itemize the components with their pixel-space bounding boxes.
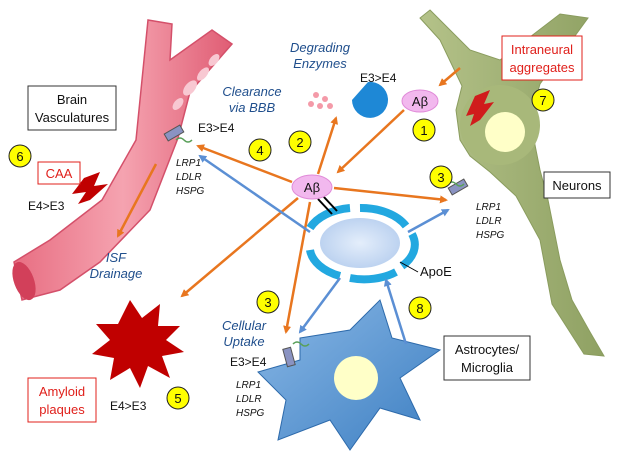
abeta-apoe-bond [317,198,333,215]
e4-e3-plaques: E4>E3 [110,399,147,413]
vessel-receptor-lrp1: LRP1 [176,158,201,169]
svg-text:7: 7 [539,93,546,108]
badge-4: 4 [248,138,272,162]
vessel-receptor [163,124,185,142]
badge-1: 1 [412,118,436,142]
svg-text:2: 2 [296,135,303,150]
caa-box [37,161,81,185]
neuron-receptor-hspg: HSPG [476,230,505,241]
amyloid-plaques-line2: plaques [39,402,85,417]
svg-text:8: 8 [416,301,423,316]
cellular-uptake-line1: Cellular [222,318,267,333]
astro-receptor-hspg: HSPG [236,408,265,419]
degrading-line1: Degrading [290,40,351,55]
caa-label: CAA [46,166,73,181]
apoe-particle [306,203,419,284]
badge-2: 2 [288,130,312,154]
neuron-receptor-ldlr: LDLR [476,216,502,227]
e3-e4-bottom: E3>E4 [230,355,267,369]
badge-5: 5 [166,386,190,410]
abeta-right-label: Aβ [412,94,428,109]
intraneural-aggregates-box [501,35,583,81]
arrow-abeta-to-plaque [180,197,299,298]
degrading-line2: Enzymes [293,56,347,71]
brain-vasculatures-box [27,85,117,131]
neurons-box [543,171,611,199]
apoe-pointer [399,261,419,273]
arrow-apoe-to-neuron [407,208,450,234]
badge-6: 6 [8,144,32,168]
brain-vasculatures-line2: Vasculatures [35,110,110,125]
svg-text:4: 4 [256,143,263,158]
vessel-receptor-hspg: HSPG [176,186,205,197]
arrow-abeta-to-astrocyte [283,201,312,334]
degrading-enzyme-icon [308,81,388,118]
vessel-receptor-ldlr: LDLR [176,172,202,183]
amyloid-plaque-icon [92,300,184,388]
badge-3-right: 3 [429,165,453,189]
arrow-abeta-to-vessel [196,144,293,184]
neurons-label: Neurons [552,178,602,193]
isf-line2: Drainage [90,266,143,281]
astro-receptor-lrp1: LRP1 [236,380,261,391]
e4-e3-caa: E4>E3 [28,199,65,213]
arrows [116,67,461,345]
amyloid-plaques-line1: Amyloid [39,384,85,399]
astrocyte-nucleus [334,356,378,400]
abeta-right-shape [401,89,439,113]
badge-3-bottom: 3 [256,290,280,314]
abeta-center-shape [291,174,333,200]
abeta-apoe-bond-2 [322,195,338,212]
neuron-receptor-lrp1: LRP1 [476,202,501,213]
intraneural-line2: aggregates [509,60,575,75]
badge-7: 7 [531,88,555,112]
arrow-abeta-right-to-abeta [336,109,405,174]
astrocytes-microglia-box [443,335,531,381]
apoe-label: ApoE [420,264,452,279]
caa-deposit-icon [72,172,108,204]
blood-vessel [12,19,234,301]
astrocytes-line1: Astrocytes/ [455,342,520,357]
cellular-uptake-line2: Uptake [223,334,264,349]
clearance-line1: Clearance [222,84,281,99]
e3-e4-top: E3>E4 [360,71,397,85]
arrow-intraneural-to-abeta-right [438,67,461,87]
arrow-astrocyte-to-apoe [383,278,408,345]
astrocyte-receptor-ligand [292,341,310,347]
svg-text:3: 3 [437,170,444,185]
abeta-center-label: Aβ [304,180,320,195]
svg-text:6: 6 [16,149,23,164]
neuron [419,9,605,357]
arrow-apoe-to-vessel [198,154,311,234]
isf-line1: ISF [106,250,127,265]
svg-text:5: 5 [174,391,181,406]
brain-vasculatures-line1: Brain [57,92,87,107]
clearance-line2: via BBB [229,100,276,115]
arrow-abeta-to-neuron [333,186,448,204]
intraneural-line1: Intraneural [511,42,573,57]
svg-text:3: 3 [264,295,271,310]
e3-e4-left: E3>E4 [198,121,235,135]
arrow-apoe-to-astrocyte [298,277,342,334]
amyloid-plaques-box [27,377,97,423]
arrow-vessel-isf-drainage [116,163,158,238]
astro-receptor-ldlr: LDLR [236,394,262,405]
arrow-abeta-to-enzyme [316,116,338,175]
astrocytes-line2: Microglia [461,360,514,375]
badge-8: 8 [408,296,432,320]
astrocyte-receptor [282,346,296,368]
vessel-receptor-ligand [175,137,193,143]
svg-text:1: 1 [420,123,427,138]
